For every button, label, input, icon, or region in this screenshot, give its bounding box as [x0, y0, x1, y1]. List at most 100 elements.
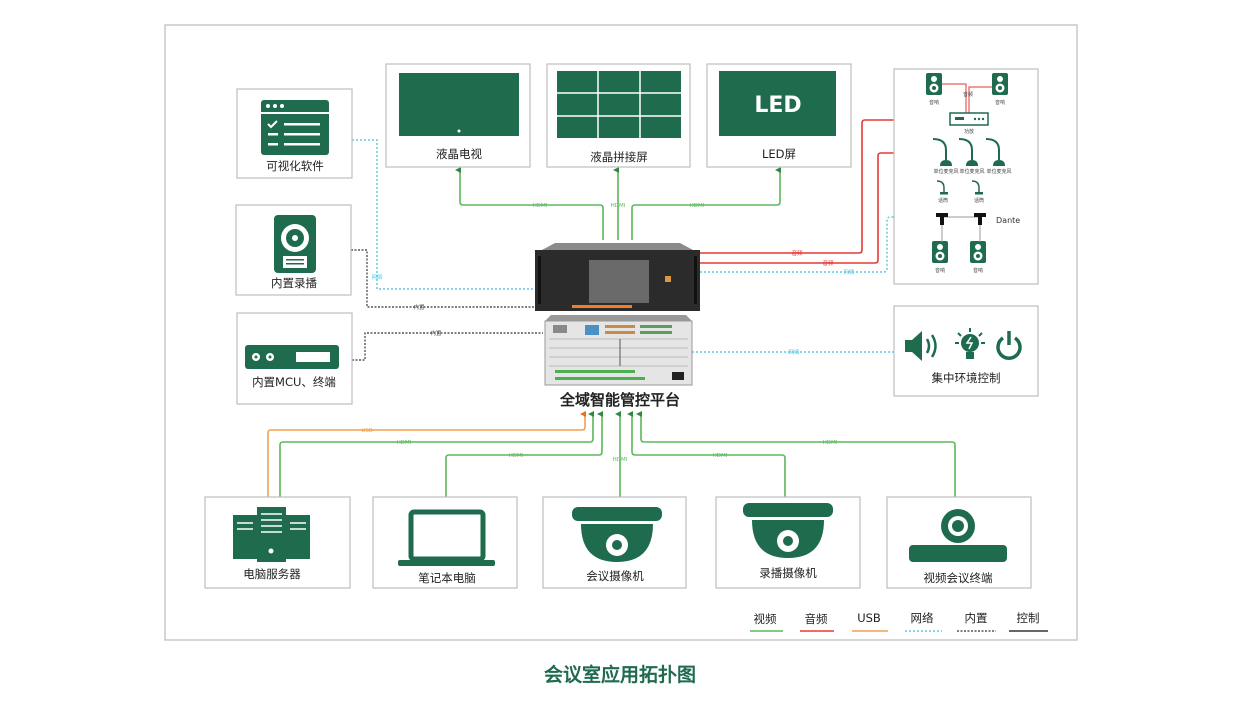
svg-text:单位麦克风: 单位麦克风 — [933, 168, 958, 175]
speaker-icon — [970, 241, 986, 263]
hdmi-line-laptop — [445, 411, 603, 497]
node-server[interactable]: 电脑服务器 — [204, 496, 351, 589]
wire-labels: HDMI HDMI HDMI 音频 音频 网络 网络 内置 内置 网络 USB … — [361, 203, 855, 463]
hdmi-line-tv — [455, 167, 604, 240]
speaker-icon — [926, 73, 942, 95]
svg-text:音响: 音响 — [973, 267, 983, 274]
svg-text:话筒: 话筒 — [974, 197, 984, 204]
speaker-icon — [932, 241, 948, 263]
light-bulb-icon — [955, 328, 985, 359]
server-icon — [233, 507, 310, 562]
wire-label: 内置 — [413, 303, 425, 311]
svg-text:单位麦克风: 单位麦克风 — [959, 168, 984, 175]
connections — [267, 117, 956, 497]
splitter-icon — [936, 213, 948, 225]
hdmi-line-led — [631, 167, 781, 240]
audio-line-amplifier — [700, 117, 934, 254]
legend-label: 控制 — [1017, 611, 1040, 625]
software-window-icon — [261, 100, 329, 155]
legend-label: 内置 — [965, 611, 988, 625]
svg-text:音响: 音响 — [995, 99, 1005, 106]
dome-camera-icon — [743, 503, 833, 558]
wire-label: HDMI — [713, 453, 728, 459]
speaker-icon — [992, 73, 1008, 95]
led-screen-text: LED — [754, 93, 801, 118]
node-label: 电脑服务器 — [243, 567, 301, 581]
tv-icon — [399, 73, 519, 136]
host-device-icon — [535, 243, 700, 311]
hdmi-line-vc-terminal — [636, 411, 956, 497]
svg-text:音响: 音响 — [935, 267, 945, 274]
wire-label: HDMI — [397, 440, 412, 446]
node-vc-terminal[interactable]: 视频会议终端 — [886, 496, 1032, 589]
node-led-screen[interactable]: LED LED屏 — [706, 63, 852, 168]
node-label: LED屏 — [762, 147, 796, 161]
wire-label: 音频 — [791, 249, 803, 257]
svg-text:音频: 音频 — [963, 91, 973, 98]
node-video-wall[interactable]: 液晶拼接屏 — [546, 63, 691, 168]
legend-label: 网络 — [911, 611, 934, 625]
dome-camera-icon — [572, 507, 662, 562]
laptop-icon — [398, 509, 495, 566]
wire-label: 网络 — [843, 268, 855, 276]
audio-line-mics — [700, 150, 934, 264]
node-label: 可视化软件 — [266, 159, 324, 173]
node-builtin-recording[interactable]: 内置录播 — [235, 204, 352, 296]
audio-panel[interactable]: 音响 音响 音响 音响 音频 功放 单位麦克风 单位麦克风 单位麦克风 话筒 话… — [893, 68, 1039, 285]
microphone-icon — [932, 138, 952, 166]
mcu-terminal-icon — [245, 345, 339, 369]
amplifier-icon — [949, 112, 989, 126]
video-wall-icon — [557, 71, 681, 138]
legend-label: 视频 — [754, 612, 777, 626]
svg-text:功放: 功放 — [964, 128, 974, 135]
wire-label: HDMI — [533, 203, 548, 209]
central-platform[interactable]: 全域智能管控平台 — [535, 243, 700, 409]
wire-label: 内置 — [430, 329, 442, 337]
network-line-dante — [700, 216, 945, 273]
node-label: 录播摄像机 — [759, 566, 817, 580]
wire-label: HDMI — [823, 440, 838, 446]
node-label: 视频会议终端 — [924, 571, 993, 585]
matrix-device-icon — [544, 315, 693, 386]
network-line-software — [352, 139, 535, 290]
node-builtin-mcu[interactable]: 内置MCU、终端 — [236, 312, 353, 405]
node-label: 会议摄像机 — [586, 569, 644, 583]
node-visual-software[interactable]: 可视化软件 — [236, 88, 353, 179]
svg-text:话筒: 话筒 — [938, 197, 948, 204]
legend: 视频 音频 USB 网络 内置 控制 — [750, 611, 1048, 632]
wire-label: HDMI — [613, 457, 628, 463]
hdmi-line-recording-camera — [627, 411, 786, 497]
node-lcd-tv[interactable]: 液晶电视 — [385, 63, 531, 168]
speaker-volume-icon — [905, 331, 937, 361]
node-recording-camera[interactable]: 录播摄像机 — [715, 496, 861, 589]
node-label: 液晶拼接屏 — [590, 150, 648, 164]
node-meeting-camera[interactable]: 会议摄像机 — [542, 496, 687, 589]
node-label: 集中环境控制 — [932, 371, 1001, 385]
microphones: 单位麦克风 单位麦克风 单位麦克风 话筒 话筒 — [932, 138, 1012, 204]
svg-text:单位麦克风: 单位麦克风 — [986, 168, 1011, 175]
platform-label: 全域智能管控平台 — [559, 391, 680, 409]
wire-label: HDMI — [690, 203, 705, 209]
svg-text:音响: 音响 — [929, 99, 939, 106]
node-label: 内置MCU、终端 — [252, 375, 336, 389]
builtin-line-recording — [351, 249, 535, 308]
node-env-control[interactable]: 集中环境控制 — [893, 305, 1039, 397]
wire-label: HDMI — [509, 453, 524, 459]
node-laptop[interactable]: 笔记本电脑 — [372, 496, 518, 589]
diagram-caption: 会议室应用拓扑图 — [544, 663, 696, 686]
hard-disk-icon — [274, 215, 316, 273]
node-label: 笔记本电脑 — [418, 571, 476, 585]
usb-line-server — [267, 411, 586, 497]
dante-logo: Dante — [996, 216, 1020, 225]
wire-label: 网络 — [371, 273, 383, 281]
node-label: 内置录播 — [271, 276, 317, 290]
legend-label: USB — [857, 611, 881, 625]
node-label: 液晶电视 — [436, 147, 482, 161]
builtin-line-mcu — [352, 332, 543, 361]
power-icon — [996, 331, 1022, 360]
wire-label: HDMI — [611, 203, 626, 209]
hdmi-line-server — [279, 411, 594, 497]
led-screen-icon: LED — [719, 71, 836, 136]
wire-label: 网络 — [788, 348, 800, 356]
